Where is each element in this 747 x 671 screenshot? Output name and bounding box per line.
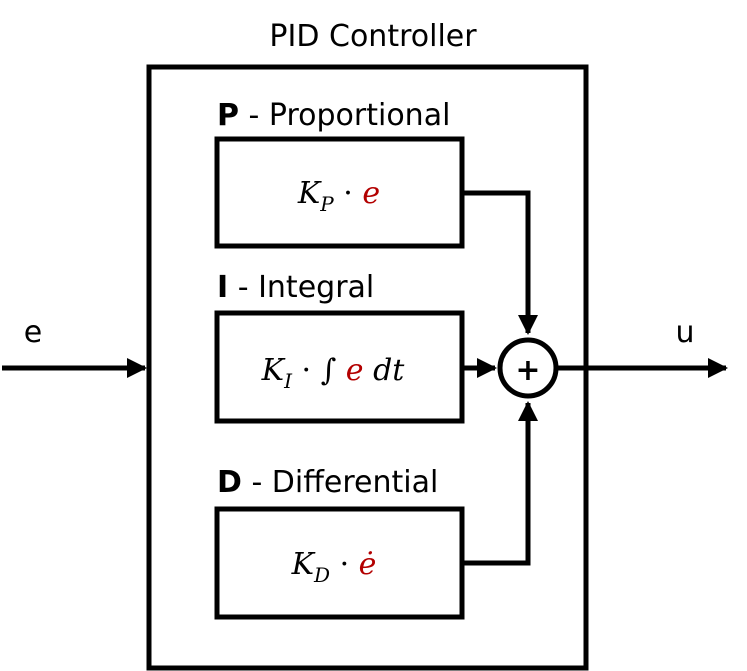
output-label: u bbox=[675, 315, 694, 350]
i-name: - Integral bbox=[228, 270, 374, 305]
p-letter: P bbox=[217, 98, 239, 133]
p-name: - Proportional bbox=[239, 98, 450, 133]
d-to-sum-arrow bbox=[462, 401, 538, 566]
i-section-title: I - Integral bbox=[217, 270, 374, 305]
i-error-signal: e bbox=[346, 353, 364, 388]
d-letter: D bbox=[217, 465, 242, 500]
d-name: - Differential bbox=[242, 465, 438, 500]
i-letter: I bbox=[217, 270, 228, 305]
p-error-signal: e bbox=[362, 176, 380, 211]
sum-plus-icon: + bbox=[515, 353, 540, 388]
d-section-title: D - Differential bbox=[217, 465, 438, 500]
d-error-signal: ė bbox=[359, 547, 377, 582]
p-formula: KP · e bbox=[297, 176, 380, 216]
i-formula: KI · ∫ e dt bbox=[261, 353, 406, 393]
p-block bbox=[214, 136, 465, 249]
p-to-sum-arrow bbox=[462, 190, 538, 335]
d-block bbox=[214, 506, 465, 620]
diagram-title: PID Controller bbox=[269, 19, 477, 54]
input-label: e bbox=[24, 315, 42, 350]
d-formula: KD · ė bbox=[291, 547, 377, 587]
p-section-title: P - Proportional bbox=[217, 98, 450, 133]
